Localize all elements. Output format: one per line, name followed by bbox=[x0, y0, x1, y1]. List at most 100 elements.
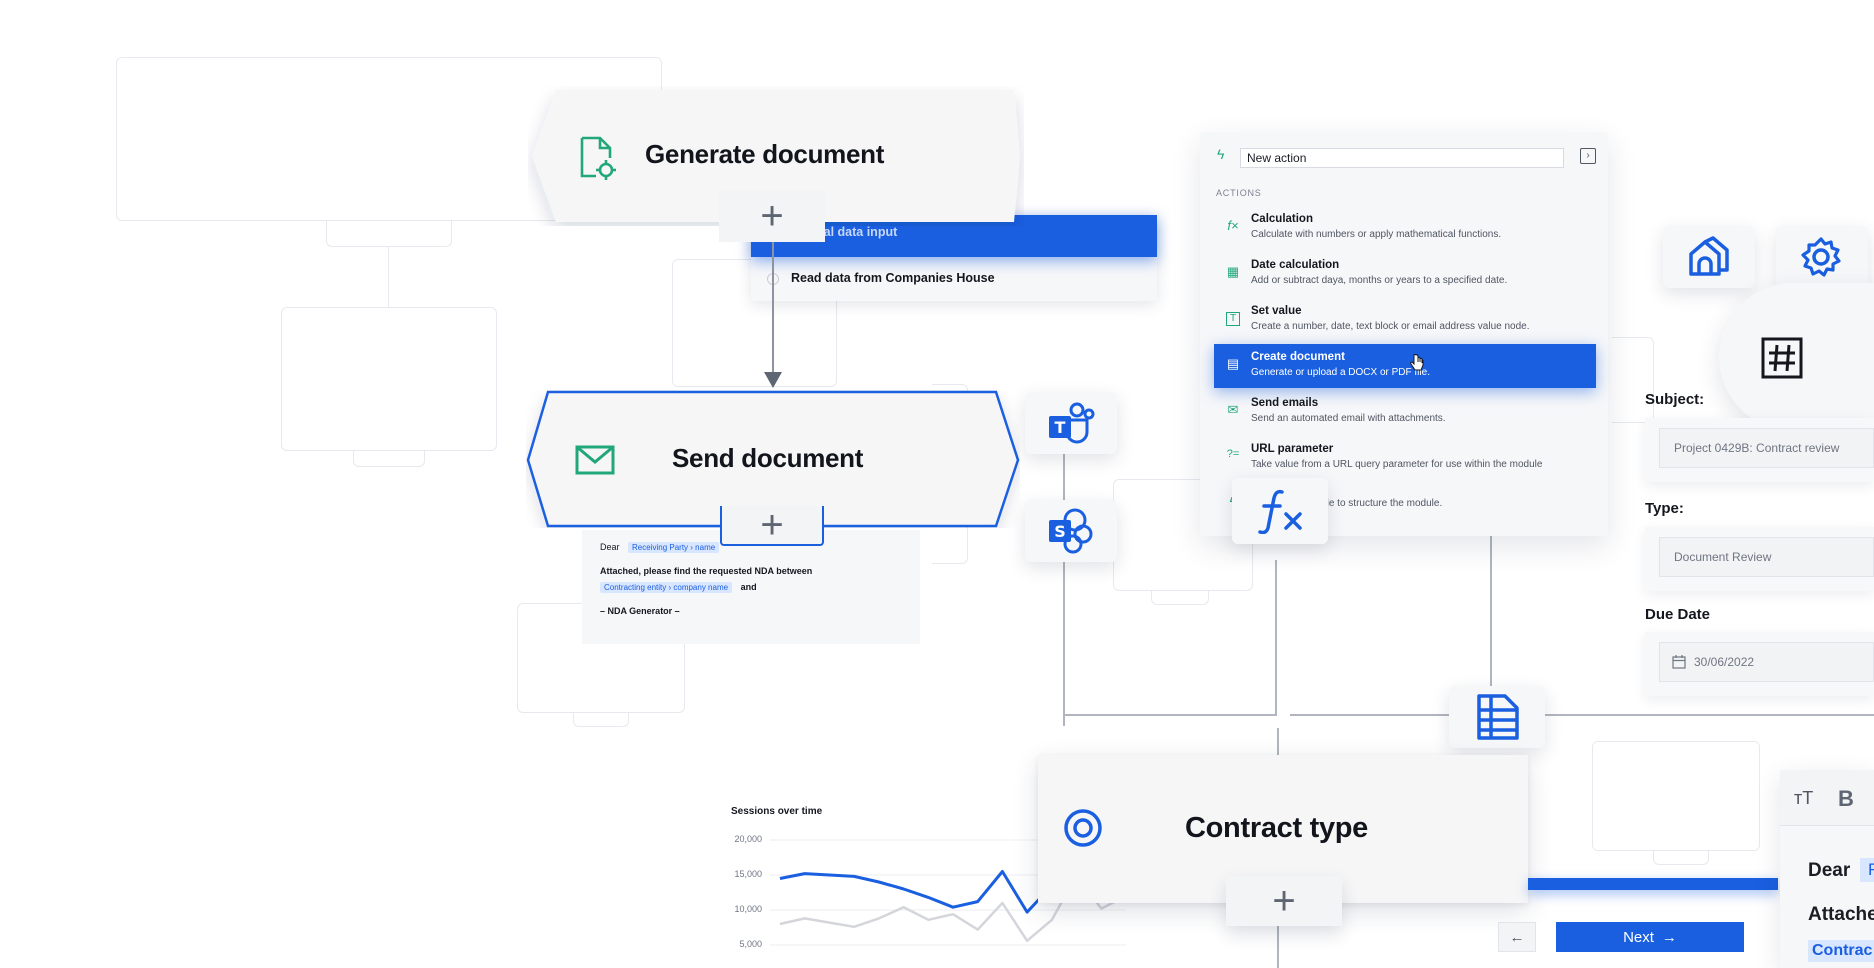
home-tile[interactable] bbox=[1663, 226, 1755, 288]
calendar-icon bbox=[1672, 655, 1686, 669]
font-size-button[interactable]: тT bbox=[1794, 788, 1814, 808]
action-desc: ned. Use this node to structure the modu… bbox=[1251, 498, 1443, 509]
table-document-icon bbox=[1477, 694, 1519, 740]
ghost-card-field bbox=[1612, 337, 1654, 423]
settings-tile[interactable] bbox=[1776, 226, 1868, 288]
send-node-shape bbox=[526, 390, 1020, 528]
email-signoff: – NDA Generator – bbox=[600, 606, 680, 616]
email-body: Attached, please find the requested NDA … bbox=[600, 566, 813, 576]
plus-icon: + bbox=[760, 502, 784, 547]
type-label: Type: bbox=[1645, 500, 1684, 517]
action-desc: Add or subtract daya, months or years to… bbox=[1251, 275, 1508, 286]
action-calculation[interactable]: f× Calculation Calculate with numbers or… bbox=[1214, 206, 1596, 250]
action-title: Send emails bbox=[1251, 397, 1319, 409]
function-tile[interactable] bbox=[1232, 478, 1328, 544]
input-option-companies-house-label: Read data from Companies House bbox=[791, 271, 995, 285]
chart-y-tick-label: 20,000 bbox=[734, 834, 762, 844]
editor-toolbar: тT B bbox=[1780, 770, 1874, 826]
actions-section-label: ACTIONS bbox=[1216, 188, 1262, 198]
chart-title: Sessions over time bbox=[731, 806, 823, 817]
svg-text:S: S bbox=[1054, 522, 1066, 541]
email-and: and bbox=[740, 582, 757, 592]
action-desc: Take value from a URL query parameter fo… bbox=[1251, 459, 1543, 470]
arrow-right-icon: → bbox=[1661, 928, 1677, 946]
ghost-connector bbox=[388, 247, 389, 307]
chart-y-tick-label: 10,000 bbox=[734, 904, 762, 914]
due-date-label: Due Date bbox=[1645, 606, 1711, 623]
arrow-left-icon: ← bbox=[1509, 928, 1525, 946]
editor-panel: тT B Dear R Attache Contrac bbox=[1780, 770, 1874, 968]
arrow-down-icon bbox=[764, 372, 782, 388]
contract-add-button[interactable]: + bbox=[1226, 876, 1342, 926]
action-set-value[interactable]: T Set value Create a number, date, text … bbox=[1214, 298, 1596, 342]
flow-line-h1 bbox=[1063, 714, 1275, 716]
action-title: URL parameter bbox=[1251, 443, 1334, 455]
calendar-icon: ▦ bbox=[1226, 264, 1240, 279]
action-desc: Calculate with numbers or apply mathemat… bbox=[1251, 229, 1502, 240]
contract-type-title: Contract type bbox=[1185, 812, 1369, 844]
microsoft-teams-icon: T bbox=[1049, 402, 1095, 444]
ghost-card-left bbox=[281, 307, 497, 451]
mail-icon bbox=[575, 445, 615, 475]
svg-text:T: T bbox=[1055, 418, 1066, 437]
next-label: Next bbox=[1623, 928, 1654, 946]
function-icon: f× bbox=[1227, 218, 1239, 233]
flow-connector bbox=[772, 240, 774, 374]
palette-expand-button[interactable]: › bbox=[1580, 148, 1596, 164]
home-icon bbox=[1689, 236, 1729, 276]
flow-line-v3 bbox=[1490, 536, 1492, 716]
next-button[interactable]: Next → bbox=[1556, 922, 1744, 952]
ghost-tab bbox=[326, 221, 452, 247]
editor-attach: Attache bbox=[1808, 904, 1874, 925]
action-create-document[interactable]: ▤ Create document Generate or upload a D… bbox=[1214, 344, 1596, 388]
text-box-icon: T bbox=[1226, 312, 1240, 326]
generate-node-shape bbox=[532, 90, 1020, 222]
due-date-input[interactable]: 30/06/2022 bbox=[1659, 642, 1874, 682]
table-tile[interactable] bbox=[1449, 686, 1545, 748]
action-search-input[interactable]: New action bbox=[1240, 148, 1564, 168]
generate-document-node[interactable]: Generate document bbox=[528, 86, 1024, 226]
editor-contract-chip: Contrac bbox=[1808, 940, 1874, 962]
action-date-calculation[interactable]: ▦ Date calculation Add or subtract daya,… bbox=[1214, 252, 1596, 296]
input-option-companies-house[interactable]: Read data from Companies House bbox=[751, 257, 1157, 301]
email-greeting-line: Dear Receiving Party › name bbox=[600, 542, 720, 553]
ghost-tab-teams bbox=[1151, 591, 1209, 605]
url-param-icon: ?= bbox=[1226, 448, 1240, 460]
send-add-button[interactable]: + bbox=[720, 502, 824, 547]
receiving-party-chip: Receiving Party › name bbox=[628, 542, 720, 553]
generate-add-button[interactable]: + bbox=[719, 190, 825, 242]
action-url-parameter[interactable]: ?= URL parameter Take value from a URL q… bbox=[1214, 436, 1596, 480]
email-dear: Dear bbox=[600, 542, 620, 552]
mail-icon: ✉ bbox=[1227, 402, 1239, 417]
gear-icon bbox=[1801, 237, 1841, 277]
flow-line-h3 bbox=[1505, 714, 1874, 716]
action-desc: Create a number, date, text block or ema… bbox=[1251, 321, 1530, 332]
function-icon bbox=[1258, 489, 1302, 534]
action-title: Set value bbox=[1251, 305, 1302, 317]
subject-input[interactable]: Project 0429B: Contract review bbox=[1659, 428, 1874, 468]
contracting-entity-chip: Contracting entity › company name bbox=[600, 582, 733, 593]
flow-line-v2 bbox=[1275, 560, 1277, 716]
radio-target-icon bbox=[1064, 809, 1102, 847]
ghost-tab-right bbox=[1653, 851, 1709, 865]
document-icon: ▤ bbox=[1226, 356, 1240, 371]
send-document-node[interactable]: Send document bbox=[526, 390, 1020, 528]
plus-icon: + bbox=[1272, 878, 1296, 923]
bold-button[interactable]: B bbox=[1838, 786, 1854, 811]
flow-line-h2 bbox=[1290, 714, 1490, 716]
back-button[interactable]: ← bbox=[1498, 922, 1536, 952]
editor-chip: R bbox=[1860, 858, 1874, 882]
selection-bar bbox=[1528, 878, 1778, 890]
type-select[interactable]: Document Review bbox=[1659, 537, 1874, 577]
action-desc: Send an automated email with attachments… bbox=[1251, 413, 1446, 424]
hand-cursor-icon bbox=[1410, 354, 1424, 371]
send-document-title: Send document bbox=[672, 443, 864, 473]
teams-tile[interactable]: T bbox=[1025, 392, 1117, 454]
sharepoint-icon: S bbox=[1049, 508, 1093, 554]
ghost-tab-left bbox=[353, 451, 425, 467]
due-date-value: 30/06/2022 bbox=[1694, 655, 1755, 669]
subject-label: Subject: bbox=[1645, 391, 1705, 408]
action-send-emails[interactable]: ✉ Send emails Send an automated email wi… bbox=[1214, 390, 1596, 434]
sharepoint-tile[interactable]: S bbox=[1025, 500, 1117, 562]
email-entity-line: Contracting entity › company name and bbox=[600, 582, 757, 593]
